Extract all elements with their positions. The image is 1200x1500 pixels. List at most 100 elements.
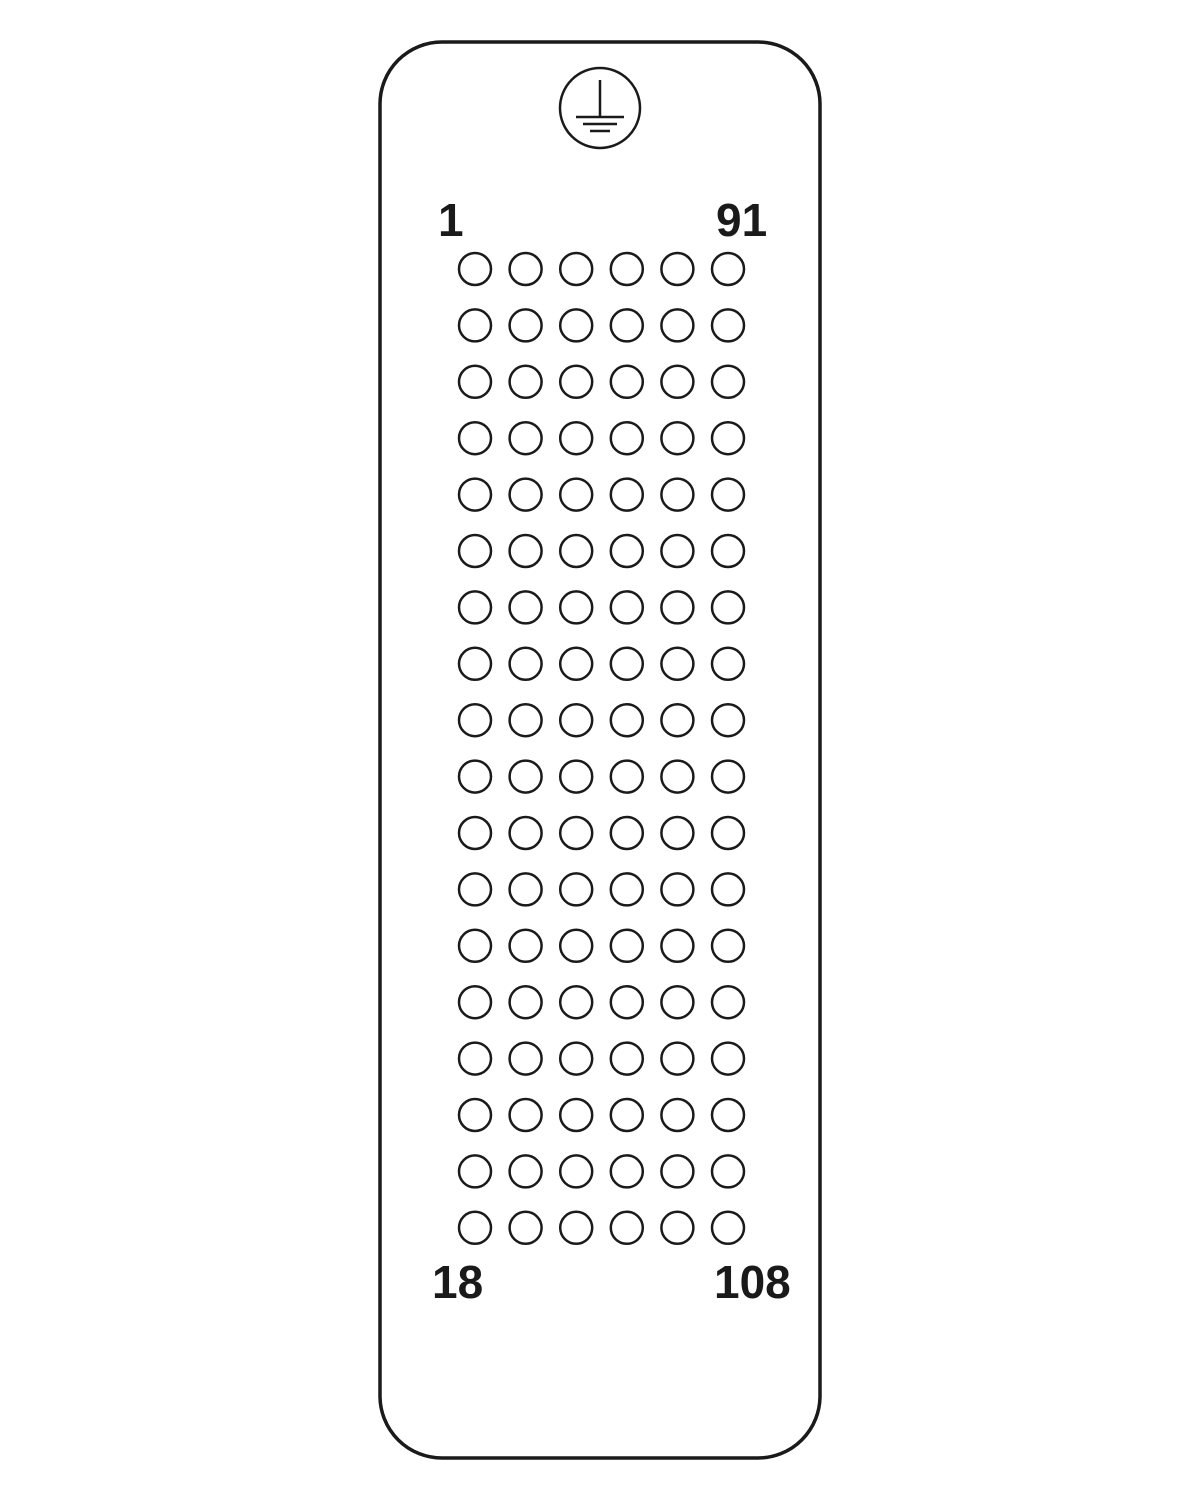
pin-hole bbox=[609, 364, 645, 400]
pin-hole bbox=[558, 928, 594, 964]
pin-hole bbox=[457, 1210, 493, 1246]
pin-grid bbox=[457, 251, 746, 1246]
pin-hole bbox=[457, 872, 493, 907]
pin-hole bbox=[558, 815, 594, 851]
pin-hole bbox=[710, 477, 746, 512]
pin-hole bbox=[457, 533, 493, 569]
pin-hole bbox=[508, 420, 543, 456]
pin-hole bbox=[609, 308, 645, 343]
pin-hole bbox=[508, 1097, 543, 1133]
pin-hole bbox=[508, 533, 543, 569]
pin-hole bbox=[660, 477, 695, 512]
pin-hole bbox=[508, 759, 543, 794]
pin-hole bbox=[558, 646, 594, 682]
pin-hole bbox=[660, 251, 695, 287]
pin-hole bbox=[609, 1097, 645, 1133]
pin-hole bbox=[660, 815, 695, 851]
pin-hole bbox=[558, 251, 594, 287]
pin-hole bbox=[710, 308, 746, 343]
pin-hole bbox=[660, 872, 695, 907]
pin-hole bbox=[508, 815, 543, 851]
pin-hole bbox=[609, 759, 645, 794]
pin-hole bbox=[710, 590, 746, 625]
pin-hole bbox=[457, 308, 493, 343]
pin-hole bbox=[558, 420, 594, 456]
pin-hole bbox=[558, 1210, 594, 1246]
pin-hole bbox=[660, 1097, 695, 1133]
pin-hole bbox=[710, 1041, 746, 1076]
pin-hole bbox=[710, 364, 746, 400]
pin-hole bbox=[609, 702, 645, 738]
pin-hole bbox=[609, 928, 645, 964]
pin-hole bbox=[710, 702, 746, 738]
pin-hole bbox=[558, 477, 594, 512]
pin-hole bbox=[558, 308, 594, 343]
pin-label-top-right: 91 bbox=[716, 194, 767, 246]
pin-hole bbox=[710, 928, 746, 964]
pin-hole bbox=[558, 759, 594, 794]
pin-hole bbox=[508, 1154, 543, 1189]
pin-hole bbox=[710, 533, 746, 569]
pin-hole bbox=[457, 1041, 493, 1076]
pin-hole bbox=[660, 420, 695, 456]
pin-hole bbox=[508, 702, 543, 738]
pin-hole bbox=[660, 928, 695, 964]
pin-hole bbox=[457, 646, 493, 682]
pin-hole bbox=[660, 759, 695, 794]
pin-hole bbox=[558, 872, 594, 907]
pin-hole bbox=[457, 420, 493, 456]
pin-hole bbox=[508, 251, 543, 287]
pin-hole bbox=[660, 702, 695, 738]
pin-hole bbox=[558, 984, 594, 1020]
pin-hole bbox=[609, 872, 645, 907]
pin-hole bbox=[457, 1154, 493, 1189]
pin-hole bbox=[660, 533, 695, 569]
pin-hole bbox=[710, 759, 746, 794]
pin-hole bbox=[609, 984, 645, 1020]
pin-hole bbox=[609, 646, 645, 682]
pin-hole bbox=[558, 702, 594, 738]
pin-hole bbox=[508, 1041, 543, 1076]
pin-hole bbox=[558, 364, 594, 400]
pin-hole bbox=[609, 251, 645, 287]
pin-hole bbox=[609, 590, 645, 625]
pin-hole bbox=[508, 928, 543, 964]
pin-hole bbox=[660, 590, 695, 625]
pin-hole bbox=[660, 646, 695, 682]
pin-hole bbox=[508, 590, 543, 625]
pin-hole bbox=[457, 702, 493, 738]
protective-earth-icon bbox=[558, 66, 642, 150]
pin-hole bbox=[710, 872, 746, 907]
pin-hole bbox=[457, 477, 493, 512]
pin-hole bbox=[457, 815, 493, 851]
pin-hole bbox=[558, 533, 594, 569]
pin-hole bbox=[508, 872, 543, 907]
connector-housing bbox=[378, 40, 822, 1460]
pin-hole bbox=[660, 308, 695, 343]
pin-hole bbox=[660, 984, 695, 1020]
pin-hole bbox=[457, 364, 493, 400]
pin-label-top-left: 1 bbox=[438, 194, 464, 246]
pin-hole bbox=[660, 1210, 695, 1246]
pin-hole bbox=[457, 1097, 493, 1133]
pin-hole bbox=[710, 420, 746, 456]
pin-hole bbox=[457, 759, 493, 794]
pin-label-bottom-left: 18 bbox=[432, 1256, 483, 1308]
pin-hole bbox=[609, 533, 645, 569]
pin-hole bbox=[508, 646, 543, 682]
pin-hole bbox=[710, 815, 746, 851]
pin-label-bottom-right: 108 bbox=[714, 1256, 791, 1308]
pin-hole bbox=[508, 477, 543, 512]
pin-hole bbox=[660, 1154, 695, 1189]
pin-hole bbox=[508, 364, 543, 400]
pin-hole bbox=[710, 1154, 746, 1189]
pin-hole bbox=[457, 928, 493, 964]
pin-hole bbox=[609, 420, 645, 456]
pin-hole bbox=[508, 308, 543, 343]
pin-hole bbox=[710, 251, 746, 287]
pin-hole bbox=[609, 1154, 645, 1189]
pin-hole bbox=[508, 984, 543, 1020]
pin-hole bbox=[710, 1210, 746, 1246]
pin-hole bbox=[609, 1210, 645, 1246]
